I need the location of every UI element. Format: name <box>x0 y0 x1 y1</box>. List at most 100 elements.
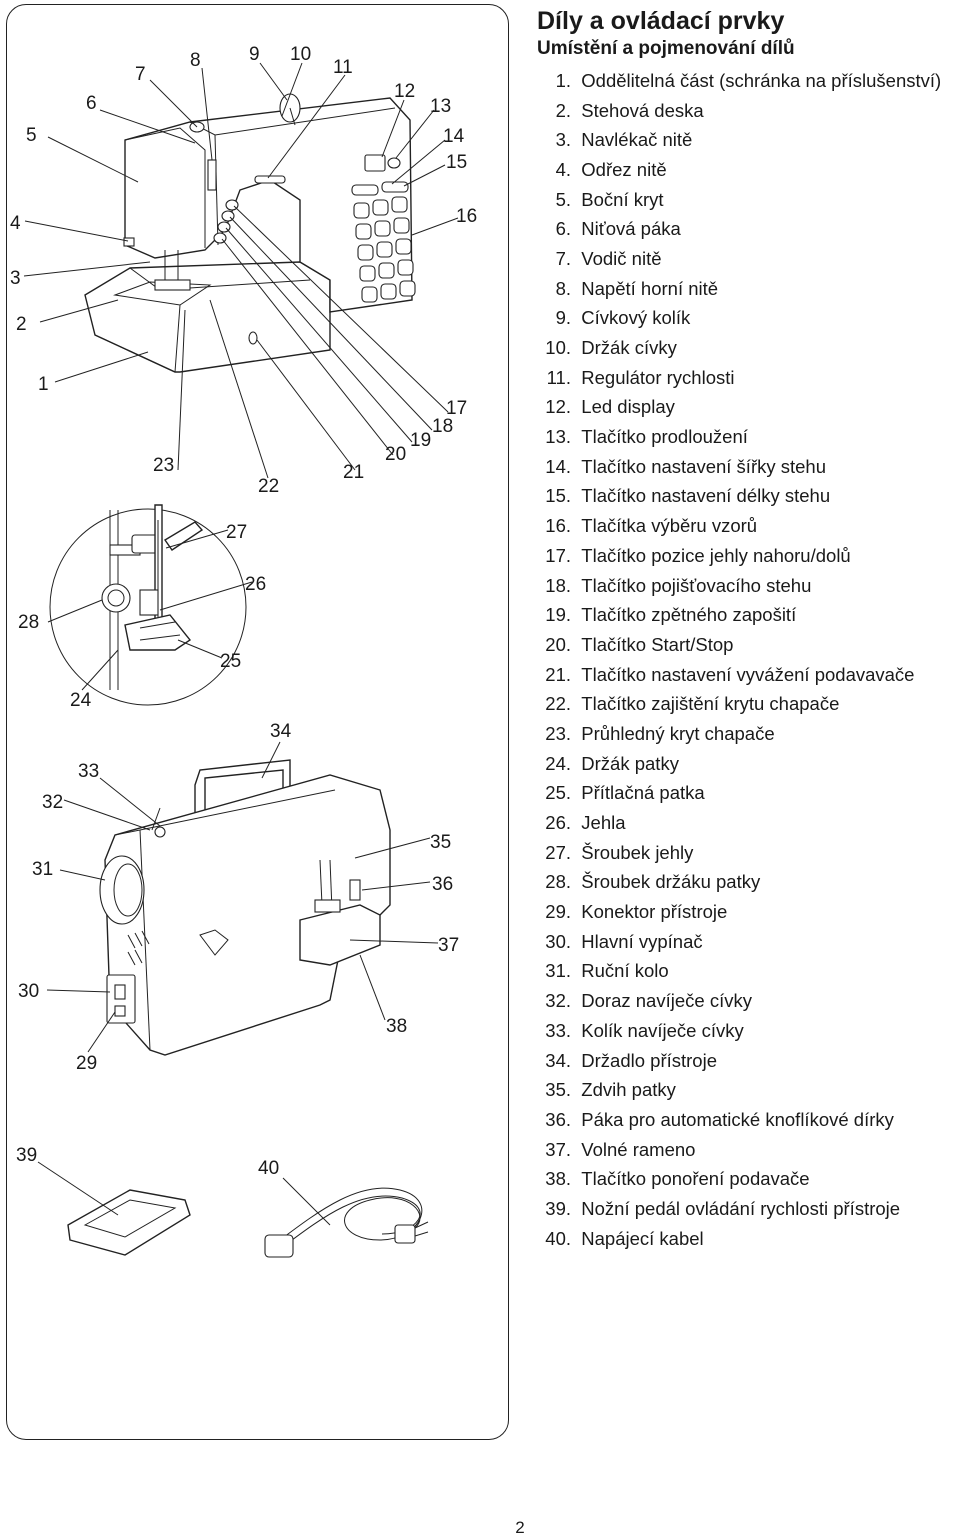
parts-list-item: 39. Nožní pedál ovládání rychlosti příst… <box>537 1194 957 1224</box>
figure-frame <box>6 4 509 1440</box>
callout-7: 7 <box>135 64 146 85</box>
part-label: Ruční kolo <box>581 960 669 982</box>
parts-list-item: 13. Tlačítko prodloužení <box>537 422 957 452</box>
part-label: Volné rameno <box>581 1138 696 1160</box>
parts-list-item: 18. Tlačítko pojišťovacího stehu <box>537 571 957 601</box>
callout-5: 5 <box>26 125 37 146</box>
part-label: Vodič nitě <box>581 247 662 269</box>
parts-list-item: 28. Šroubek držáku patky <box>537 868 957 898</box>
part-label: Doraz navíječe cívky <box>581 990 752 1012</box>
part-label: Držák patky <box>581 752 679 774</box>
callout-numbers: 1 2 3 4 5 6 7 8 9 10 11 12 13 14 15 16 1… <box>10 44 477 1179</box>
part-number: 18. <box>545 574 571 596</box>
callout-20: 20 <box>385 444 406 465</box>
part-number: 28. <box>545 871 571 893</box>
part-label: Boční kryt <box>581 188 664 210</box>
parts-list-item: 32. Doraz navíječe cívky <box>537 986 957 1016</box>
callout-lines <box>23 62 459 1226</box>
part-number: 6. <box>555 218 571 240</box>
callout-3: 3 <box>10 268 21 289</box>
part-number: 31. <box>545 960 571 982</box>
parts-list-item: 40. Napájecí kabel <box>537 1224 957 1254</box>
parts-list-item: 34. Držadlo přístroje <box>537 1046 957 1076</box>
parts-list-item: 21. Tlačítko nastavení vyvážení podavava… <box>537 660 957 690</box>
parts-list-item: 23. Průhledný kryt chapače <box>537 719 957 749</box>
part-number: 4. <box>555 158 571 180</box>
callout-24: 24 <box>70 690 92 711</box>
part-number: 10. <box>545 337 571 359</box>
callout-31: 31 <box>32 859 53 880</box>
parts-list-item: 4. Odřez nitě <box>537 155 957 185</box>
parts-list-item: 17. Tlačítko pozice jehly nahoru/dolů <box>537 541 957 571</box>
part-number: 15. <box>545 485 571 507</box>
callout-17: 17 <box>446 398 467 419</box>
callout-33: 33 <box>78 761 99 782</box>
part-number: 1. <box>555 69 571 91</box>
parts-list-item: 7. Vodič nitě <box>537 244 957 274</box>
part-number: 23. <box>545 722 571 744</box>
parts-list-item: 29. Konektor přístroje <box>537 897 957 927</box>
callout-30: 30 <box>18 981 39 1002</box>
part-number: 13. <box>545 426 571 448</box>
part-number: 27. <box>545 841 571 863</box>
callout-39: 39 <box>16 1145 37 1166</box>
part-label: Stehová deska <box>581 99 704 121</box>
page-number: 2 <box>515 1518 525 1537</box>
part-label: Tlačítko nastavení šířky stehu <box>581 455 826 477</box>
parts-list-item: 19. Tlačítko zpětného zapošití <box>537 600 957 630</box>
callout-37: 37 <box>438 935 459 956</box>
parts-list-item: 22. Tlačítko zajištění krytu chapače <box>537 689 957 719</box>
parts-list: 1. Oddělitelná část (schránka na přísluš… <box>537 66 957 1254</box>
part-number: 33. <box>545 1019 571 1041</box>
part-label: Páka pro automatické knoflíkové dírky <box>581 1108 894 1130</box>
power-cable-illustration <box>264 1187 429 1258</box>
callout-19: 19 <box>410 430 431 451</box>
parts-list-item: 14. Tlačítko nastavení šířky stehu <box>537 452 957 482</box>
part-label: Tlačítka výběru vzorů <box>581 515 758 537</box>
part-number: 3. <box>555 129 571 151</box>
part-number: 14. <box>545 455 571 477</box>
part-label: Tlačítko Start/Stop <box>581 633 734 655</box>
callout-15: 15 <box>446 152 467 173</box>
part-label: Kolík navíječe cívky <box>581 1019 744 1041</box>
part-number: 11. <box>546 366 571 388</box>
machine-diagram: 1 2 3 4 5 6 7 8 9 10 11 12 13 14 15 16 1… <box>10 44 477 1258</box>
parts-list-item: 31. Ruční kolo <box>537 957 957 987</box>
part-label: Napětí horní nitě <box>581 277 719 299</box>
callout-35: 35 <box>430 832 451 853</box>
machine-front-illustration <box>84 93 416 373</box>
part-label: Cívkový kolík <box>581 307 691 329</box>
part-number: 24. <box>545 752 571 774</box>
callout-38: 38 <box>386 1016 407 1037</box>
callout-11: 11 <box>333 57 353 78</box>
callout-12: 12 <box>394 81 415 102</box>
parts-list-item: 16. Tlačítka výběru vzorů <box>537 511 957 541</box>
callout-6: 6 <box>86 93 97 114</box>
part-label: Tlačítko nastavení vyvážení podavavače <box>581 663 915 685</box>
parts-list-item: 36. Páka pro automatické knoflíkové dírk… <box>537 1105 957 1135</box>
callout-14: 14 <box>443 126 465 147</box>
callout-40: 40 <box>258 1158 279 1179</box>
part-number: 16. <box>545 515 571 537</box>
part-number: 26. <box>545 812 571 834</box>
callout-36: 36 <box>432 874 453 895</box>
parts-list-item: 10. Držák cívky <box>537 333 957 363</box>
parts-list-item: 15. Tlačítko nastavení délky stehu <box>537 482 957 512</box>
callout-2: 2 <box>16 314 27 335</box>
part-number: 8. <box>555 277 571 299</box>
part-label: Led display <box>581 396 675 418</box>
part-number: 25. <box>545 782 571 804</box>
parts-list-item: 2. Stehová deska <box>537 96 957 126</box>
callout-34: 34 <box>270 721 292 742</box>
parts-list-item: 37. Volné rameno <box>537 1135 957 1165</box>
callout-9: 9 <box>249 44 260 65</box>
part-label: Šroubek držáku patky <box>581 871 761 893</box>
callout-28: 28 <box>18 612 39 633</box>
part-number: 35. <box>545 1079 571 1101</box>
needle-detail-illustration <box>49 504 247 706</box>
part-label: Hlavní vypínač <box>581 930 703 952</box>
callout-32: 32 <box>42 792 63 813</box>
part-number: 40. <box>545 1227 571 1249</box>
callout-29: 29 <box>76 1053 97 1074</box>
part-number: 38. <box>545 1168 571 1190</box>
